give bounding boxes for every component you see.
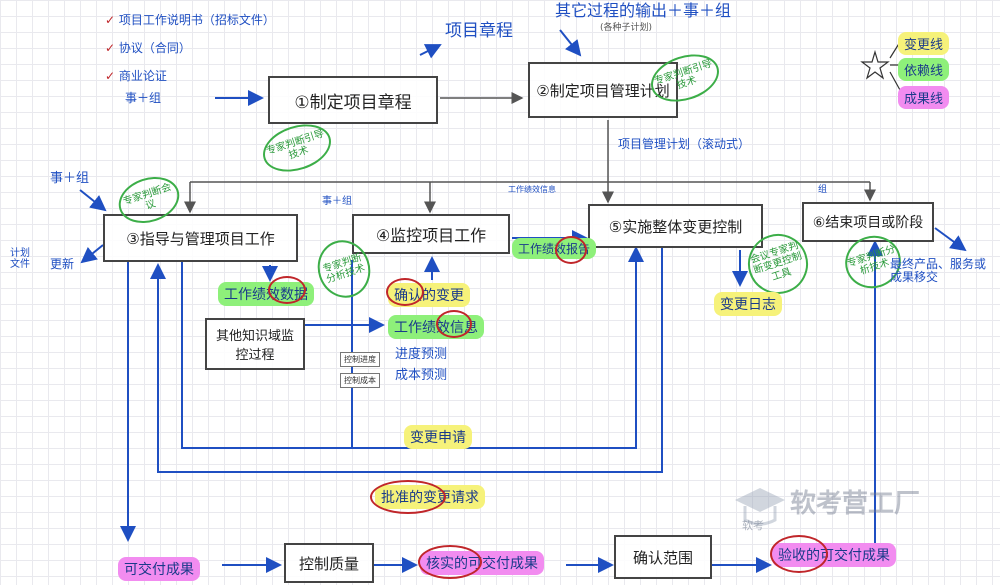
- other-km-box: 其他知识域监控过程: [205, 318, 305, 370]
- other-outputs-sub: (各种子计划): [600, 23, 653, 33]
- red-circle-mark: [370, 480, 446, 514]
- check-icon: ✓: [105, 69, 116, 83]
- plan-doc-label: 计划文件: [10, 248, 30, 270]
- process-box-4: ④监控项目工作: [352, 214, 510, 254]
- final-product-label: 最终产品、服务或成果移交: [890, 257, 987, 285]
- watermark-brand: 软考营工厂: [790, 489, 921, 519]
- red-circle-mark: [268, 276, 306, 304]
- legend-star-icon: [860, 49, 890, 80]
- input-item-4: 事＋组: [125, 91, 162, 105]
- control-quality-box: 控制质量: [284, 543, 374, 583]
- pm-plan-label: 项目管理计划（滚动式）: [618, 137, 751, 151]
- watermark-logo-text: 软考: [742, 519, 764, 532]
- change-log-label: 变更日志: [714, 292, 782, 316]
- update-label: 更新: [50, 257, 75, 271]
- legend-deliverable-line: 依赖线: [898, 58, 950, 81]
- event-group-left: 事＋组: [50, 171, 90, 186]
- check-icon: ✓: [105, 41, 116, 55]
- input-item-1: ✓ 项目工作说明书（招标文件）: [105, 13, 275, 27]
- arrow-other-outputs: [559, 29, 582, 57]
- change-request-label: 变更申请: [404, 425, 472, 449]
- input-item-3: ✓ 商业论证: [105, 69, 167, 83]
- cost-forecast-label: 成本预测: [395, 368, 448, 383]
- watermark-logo-icon: [735, 488, 785, 526]
- process-box-6: ⑥结束项目或阶段: [802, 202, 934, 242]
- process-box-2: ②制定项目管理计划: [528, 62, 678, 118]
- red-circle-mark: [555, 236, 587, 264]
- process-box-5: ⑤实施整体变更控制: [588, 204, 763, 248]
- arrow-charter-label: [419, 44, 442, 59]
- red-circle-mark: [386, 278, 424, 306]
- charter-label: 项目章程: [445, 21, 513, 41]
- event-group-4: 事＋组: [322, 196, 352, 207]
- red-circle-mark: [418, 545, 482, 579]
- red-circle-mark: [436, 310, 472, 338]
- deliverables-label: 可交付成果: [118, 557, 200, 581]
- validate-scope-box: 确认范围: [614, 535, 712, 579]
- legend-change-line: 变更线: [898, 32, 950, 55]
- check-icon: ✓: [105, 13, 116, 27]
- legend-result-line: 成果线: [898, 86, 950, 109]
- event-group-6: 组: [818, 185, 828, 195]
- work-perf-info-label: 工作绩效信息: [508, 185, 556, 194]
- red-circle-mark: [770, 535, 828, 573]
- schedule-forecast-label: 进度预测: [395, 347, 448, 362]
- forecast-tag-2: 控制成本: [340, 373, 380, 388]
- process-box-1: ①制定项目章程: [268, 76, 438, 124]
- other-outputs-label: 其它过程的输出＋事＋组: [555, 1, 732, 20]
- process-box-3: ③指导与管理项目工作: [103, 214, 298, 262]
- input-item-2: ✓ 协议（合同）: [105, 41, 191, 55]
- forecast-tag-1: 控制进度: [340, 352, 380, 367]
